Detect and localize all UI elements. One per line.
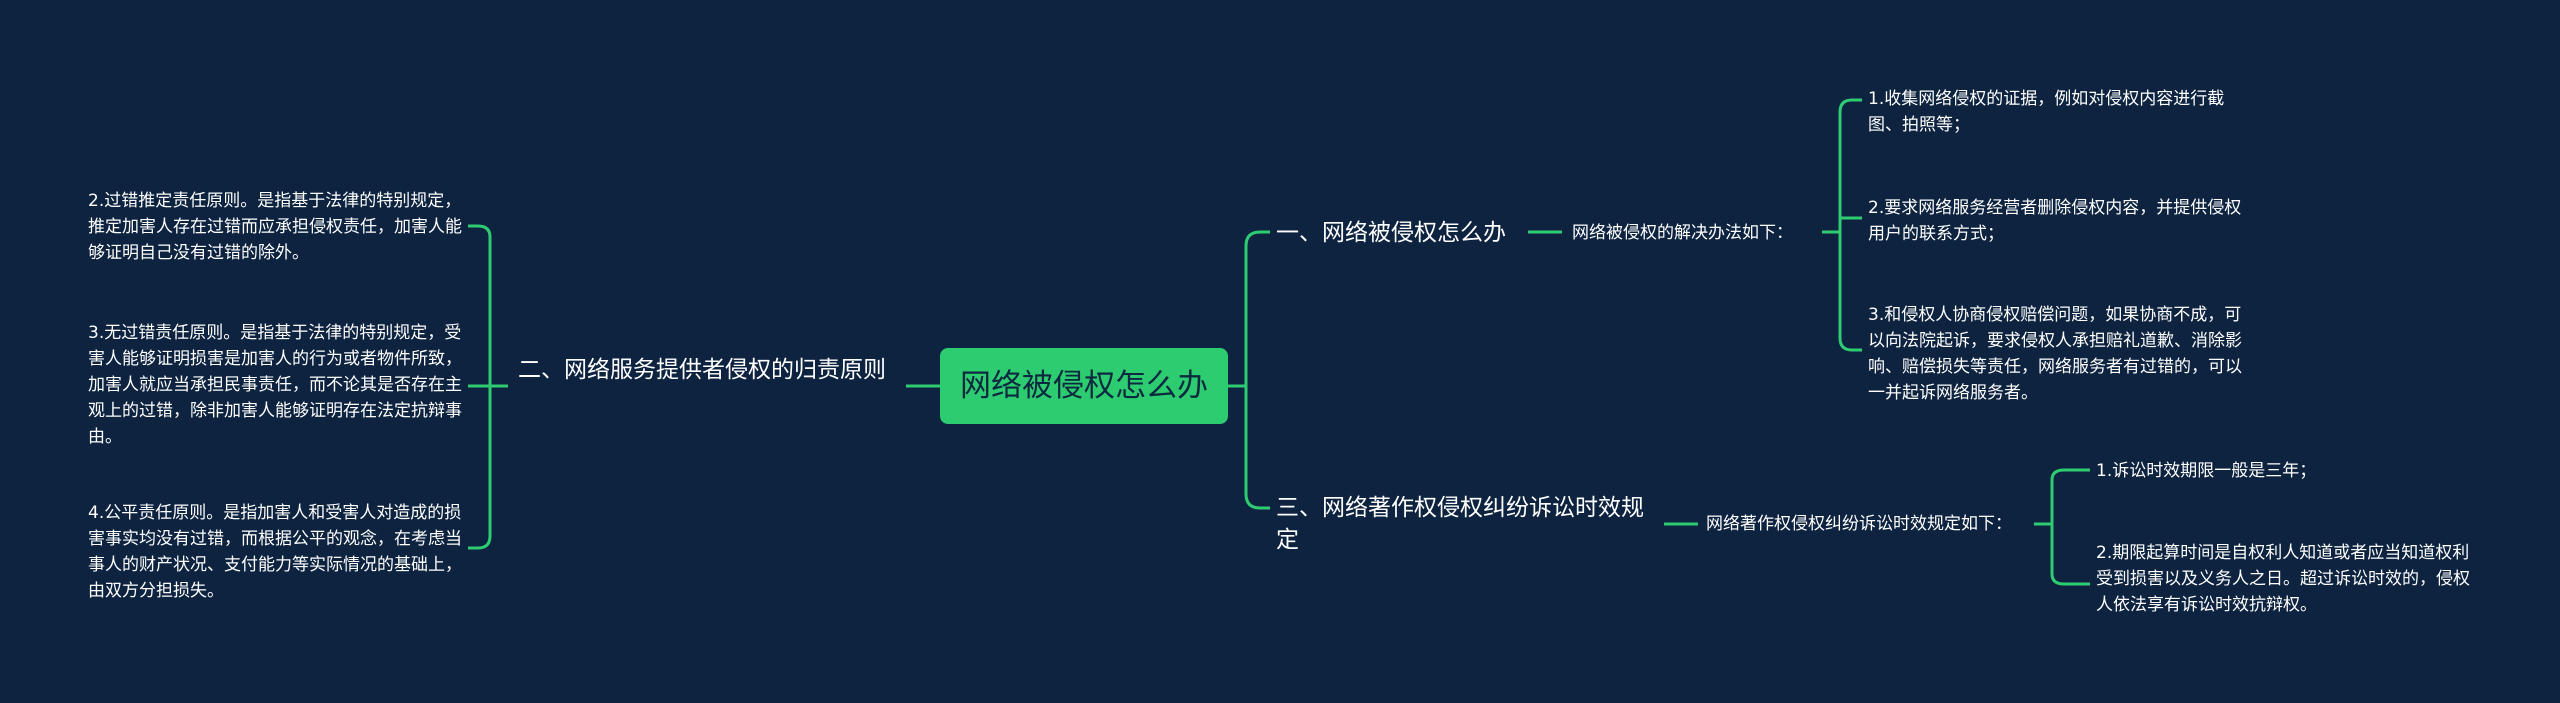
branch-right-sub-1[interactable]: 网络被侵权的解决办法如下：	[1572, 223, 1793, 243]
left-leaf-3[interactable]: 4.公平责任原则。是指加害人和受害人对造成的损害事实均没有过错，而根据公平的观念…	[88, 503, 462, 601]
right1-leaf-2[interactable]: 2.要求网络服务经营者删除侵权内容，并提供侵权用户的联系方式；	[1868, 198, 2242, 244]
right1-leaf-3[interactable]: 3.和侵权人协商侵权赔偿问题，如果协商不成，可以向法院起诉，要求侵权人承担赔礼道…	[1868, 305, 2242, 403]
right2-leaf-1[interactable]: 1.诉讼时效期限一般是三年；	[2096, 461, 2317, 481]
left-leaf-2[interactable]: 3.无过错责任原则。是指基于法律的特别规定，受害人能够证明损害是加害人的行为或者…	[88, 323, 462, 447]
connector-r1-bracket	[1822, 98, 1862, 352]
connector-left-bracket	[468, 224, 508, 550]
left-leaf-1[interactable]: 2.过错推定责任原则。是指基于法律的特别规定，推定加害人存在过错而应承担侵权责任…	[88, 191, 462, 263]
branch-right-topic-2[interactable]: 三、网络著作权侵权纠纷诉讼时效规定	[1276, 495, 1644, 553]
branch-right-topic-1[interactable]: 一、网络被侵权怎么办	[1276, 220, 1506, 246]
right1-leaf-1[interactable]: 1.收集网络侵权的证据，例如对侵权内容进行截图、拍照等；	[1868, 89, 2225, 135]
right2-leaf-2[interactable]: 2.期限起算时间是自权利人知道或者应当知道权利受到损害以及义务人之日。超过诉讼时…	[2096, 543, 2470, 615]
branch-right-sub-2[interactable]: 网络著作权侵权纠纷诉讼时效规定如下：	[1706, 514, 2012, 534]
connector-root-right	[1228, 230, 1270, 510]
branch-left-topic[interactable]: 二、网络服务提供者侵权的归责原则	[518, 357, 886, 383]
connector-r2-bracket	[2034, 468, 2090, 586]
root-topic[interactable]: 网络被侵权怎么办	[940, 348, 1228, 424]
